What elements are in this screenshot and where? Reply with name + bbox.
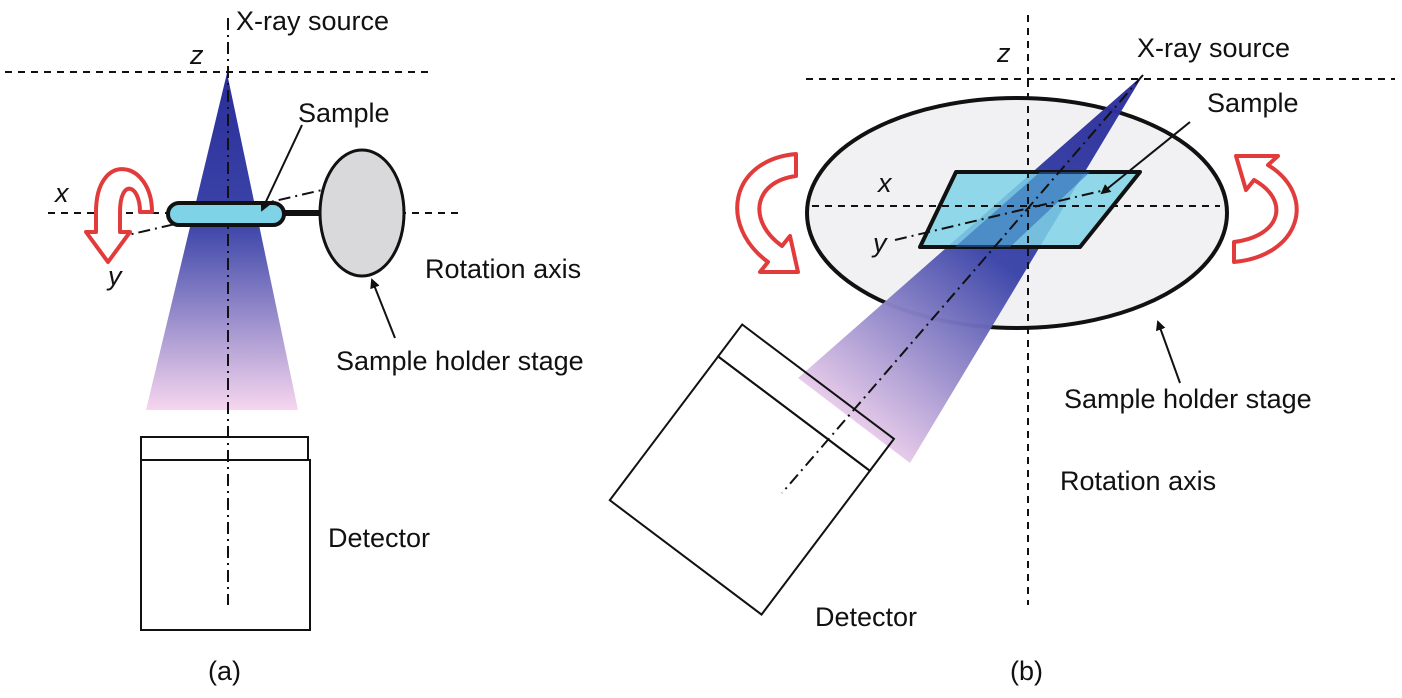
x-label-a: x	[53, 178, 70, 208]
y-label-b: y	[871, 228, 888, 258]
y-label-a: y	[106, 261, 123, 291]
stage-leader-b	[1156, 320, 1181, 384]
caption-a: (a)	[208, 656, 241, 686]
rotation-axis-label-b: Rotation axis	[1060, 466, 1216, 496]
detector-b	[608, 323, 896, 616]
x-label-b: x	[876, 168, 893, 198]
z-label-b: z	[996, 38, 1011, 68]
panel-a: X-ray source z Sample x y Rotation axis …	[5, 6, 584, 686]
sample-leader-a	[260, 124, 303, 212]
sample-holder-stage-a	[318, 148, 406, 278]
xray-beam-a	[146, 73, 298, 410]
panel-b: z X-ray source Sample x y Sample holder …	[608, 15, 1395, 686]
sample-a	[166, 201, 286, 227]
rotation-arrow-left-b	[735, 152, 800, 274]
xray-source-label-b: X-ray source	[1137, 33, 1290, 63]
rotation-arrow-right-b	[1232, 154, 1299, 264]
xray-source-label-a: X-ray source	[236, 6, 389, 36]
beam-axis-b	[781, 74, 1144, 494]
detector-label-b: Detector	[815, 602, 917, 632]
sample-holder-stage-label-a: Sample holder stage	[336, 346, 584, 376]
detector-label-a: Detector	[328, 523, 430, 553]
rotation-arrow-a	[84, 167, 154, 264]
z-label-a: z	[189, 40, 204, 70]
y-axis-b	[894, 189, 1106, 241]
sample-holder-stage-label-b: Sample holder stage	[1064, 384, 1312, 414]
sample-label-a: Sample	[298, 98, 390, 128]
caption-b: (b)	[1010, 656, 1043, 686]
stage-leader-a	[370, 278, 396, 339]
detector-body-a	[140, 459, 311, 631]
detector-a	[140, 436, 309, 461]
sample-label-b: Sample	[1207, 88, 1299, 118]
sample-leader-b	[1100, 121, 1191, 195]
rotation-axis-label-a: Rotation axis	[425, 254, 581, 284]
